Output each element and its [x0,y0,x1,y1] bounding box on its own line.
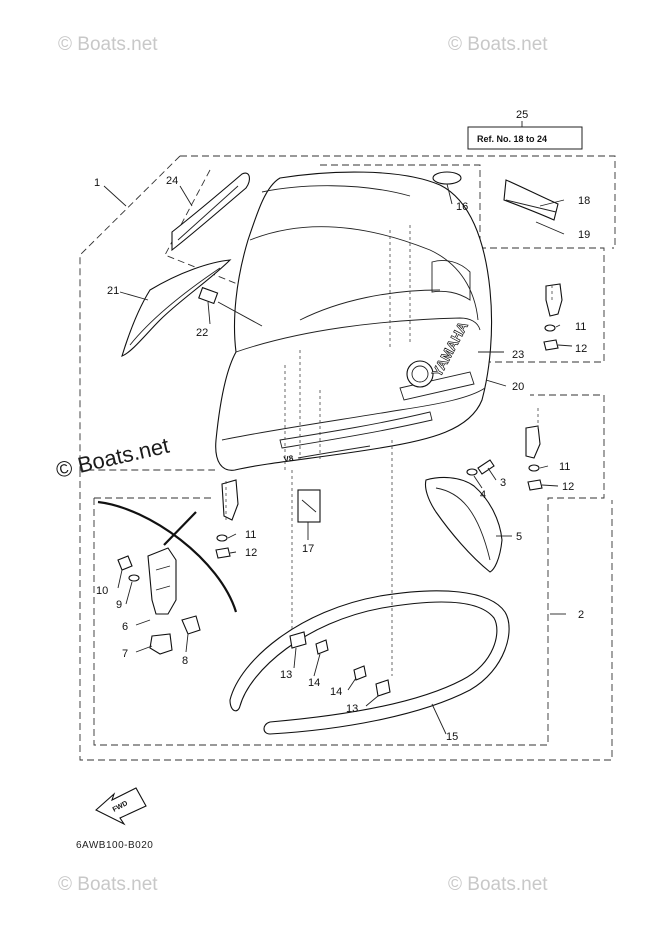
callout-16: 16 [456,201,468,213]
detail-view-arc [97,500,238,613]
latch-lower-right [525,425,541,459]
watermark-top-left: © Boats.net [58,34,158,55]
screw-14-right [353,665,367,681]
callout-3: 3 [500,477,506,489]
sticker-24-stripe [177,185,239,241]
sticker-21-stripe [129,267,221,346]
callout-12-right: 12 [562,481,574,493]
cowling-side-vent [399,371,475,401]
grommet-7 [149,633,173,655]
yamaha-emblem-inner [411,365,429,383]
callout-6: 6 [122,621,128,633]
alignment-lines [225,284,553,676]
cowling-crown [261,185,411,197]
hook-6-detail [155,565,171,591]
group-boundary-1 [180,155,616,249]
callout-12-left: 12 [245,547,257,559]
callout-15: 15 [446,731,458,743]
latch-left [221,479,239,521]
cowling-trim-band [279,411,433,449]
cowling-ridge-lower [235,317,481,353]
plate-5-edge [435,487,491,561]
callout-2: 2 [578,609,584,621]
washer-4 [466,468,478,476]
bolt-8 [181,615,201,635]
watermark-top-right: © Boats.net [448,34,548,55]
leader-lines [103,183,573,735]
callout-13-left: 13 [280,669,292,681]
callout-10: 10 [96,585,108,597]
callout-11-left: 11 [245,529,256,541]
v8-badge-stripe [297,445,371,459]
bolt-10 [117,555,133,571]
cowling-hidden-edges [284,225,411,470]
callout-13-right: 13 [346,703,358,715]
watermark-bottom-left: © Boats.net [58,874,158,895]
latch-upper-right [545,283,563,317]
washer-11-left [216,534,228,542]
badge-16 [432,171,462,185]
detail-view-pointer [163,511,197,546]
yamaha-tuning-fork-emblem [406,360,434,388]
washer-11-upper [544,324,556,332]
fwd-arrow-icon [95,787,147,826]
emblem-22 [198,286,219,305]
washer-11-right [528,464,540,472]
callout-22: 22 [196,327,208,339]
callout-14-right: 14 [330,686,342,698]
group-boundary-2 [93,394,605,746]
callout-23: 23 [512,349,524,361]
callout-18: 18 [578,195,590,207]
diagram-code: 6AWB100-B020 [76,840,153,851]
cowling-air-intake [431,260,471,301]
callout-21: 21 [107,285,119,297]
callout-1: 1 [94,177,100,189]
watermark-bottom-right: © Boats.net [448,874,548,895]
callout-7: 7 [122,648,128,660]
nut-12-left [215,547,231,559]
cowling-lower-edge [221,387,486,441]
v8-badge-text: V8 [283,454,294,464]
hook-6 [147,547,177,615]
reference-box-text: Ref. No. 18 to 24 [477,134,547,144]
callout-25: 25 [516,109,528,121]
sticker-21 [121,259,232,357]
plate-5 [424,476,503,573]
callout-4: 4 [480,489,486,501]
callout-12-upper: 12 [575,343,587,355]
nut-12-right [527,479,543,491]
seal-15 [229,590,510,735]
sticker-18 [503,179,559,221]
watermark-center-left: © Boats.net [54,433,172,483]
callout-9: 9 [116,599,122,611]
nut-12-upper [543,339,559,351]
sticker-17-detail [301,499,317,513]
clip-13-left [289,631,307,649]
callout-24: 24 [166,175,178,187]
sticker-24 [171,172,251,252]
callout-11-right: 11 [559,461,570,473]
group-boundary-outer-bottom [79,470,613,761]
callout-11-upper: 11 [575,321,586,333]
screw-3 [477,459,495,475]
sticker-19-line [505,199,557,213]
callout-19: 19 [578,229,590,241]
top-cowling [215,171,493,471]
callout-14-left: 14 [308,677,320,689]
screw-14-left [315,639,329,655]
sticker-group-boundary [320,164,605,363]
callout-17: 17 [302,543,314,555]
washer-9 [128,574,140,582]
callout-5: 5 [516,531,522,543]
callout-20: 20 [512,381,524,393]
cowling-vent-line [299,289,441,321]
reference-box [467,126,583,150]
callout-8: 8 [182,655,188,667]
clip-13-right [375,679,391,697]
group-boundary-1-left [79,155,215,471]
